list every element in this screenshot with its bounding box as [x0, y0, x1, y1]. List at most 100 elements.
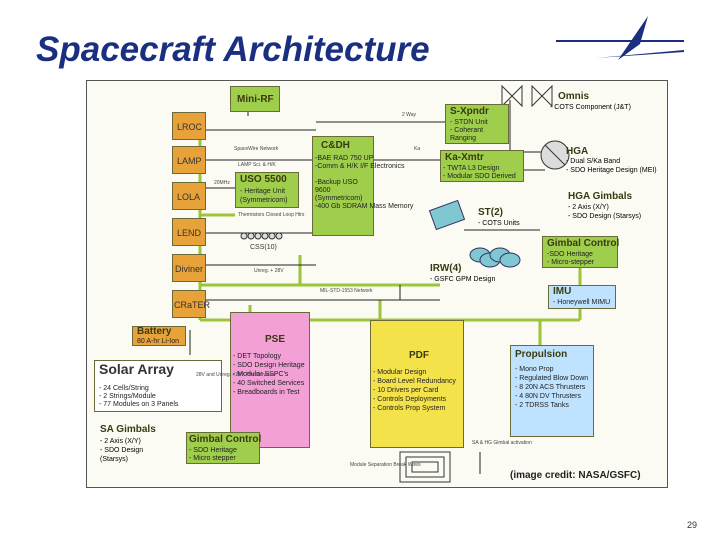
lend-title: LEND [177, 228, 202, 238]
cdh-item: -400 Gb SDRAM Mass Memory [315, 203, 414, 210]
mini-rf-box: Mini-RF [230, 86, 280, 112]
omnis-item: - COTS Component (J&T) [550, 104, 631, 111]
imu-item: - Honeywell MIMU [553, 299, 611, 306]
twenty-mhz-label: 20MHz [214, 180, 230, 186]
propulsion-title: Propulsion [515, 349, 568, 360]
gimbal-control-top-title: Gimbal Control [547, 238, 620, 249]
hga-gimbals-item: - 2 Axis (X/Y) [568, 204, 609, 211]
imu-box: IMU - Honeywell MIMU [548, 285, 616, 309]
ka-label: Ka [414, 146, 421, 152]
lamp-title: LAMP [177, 156, 202, 166]
irw-item: - GSFC GPM Design [430, 276, 496, 283]
st-item: - COTS Units [478, 220, 520, 227]
sa-gimbals-item: (Starsys) [100, 456, 128, 463]
irw-title: IRW(4) [430, 263, 462, 274]
sa-gimbals-item: - SDO Design [100, 447, 144, 454]
diviner-title: Diviner [175, 264, 204, 274]
pse-item: - Modular SSPC's [233, 371, 289, 378]
imu-title: IMU [553, 286, 572, 297]
uso-box: USO 5500 - Heritage Unit (Symmetricom) [235, 172, 299, 208]
lamp-hk-label: LAMP Sci. & H/K [238, 162, 276, 168]
page-number: 29 [687, 520, 698, 530]
pdf-title: PDF [409, 350, 429, 361]
crater-box: CRaTER [172, 290, 210, 318]
gimbal-control-bottom-box: Gimbal Control - SDO Heritage - Micro st… [186, 432, 262, 464]
hga-gimbals-item: - SDO Design (Starsys) [568, 213, 642, 220]
cdh-box: C&DH -BAE RAD 750 UP -Comm & H/K I/F Ele… [312, 136, 413, 236]
lola-title: LOLA [177, 192, 201, 202]
cdh-title: C&DH [321, 140, 350, 151]
solar-array-item: - 2 Strings/Module [99, 393, 156, 400]
battery-item: 80 A-hr Li-Ion [137, 338, 180, 345]
gimbal-control-bottom-item: - Micro stepper [189, 455, 236, 462]
crater-title: CRaTER [174, 300, 211, 310]
pse-power-label: 28V and Unreg. +28V Pwr Services [196, 372, 275, 378]
pse-box: PSE - DET Topology - SDO Design Heritage… [230, 312, 310, 448]
page-title: Spacecraft Architecture [36, 30, 430, 69]
ka-xmtr-item: - TWTA L3 Design [443, 165, 500, 172]
lend-box: LEND [172, 218, 206, 246]
pse-item: - Breadboards in Test [233, 389, 300, 396]
pdf-box: PDF - Modular Design - Board Level Redun… [370, 320, 464, 448]
s-xpndr-title: S-Xpndr [450, 106, 489, 117]
pdf-item: - Board Level Redundancy [373, 378, 456, 385]
hga-gimbals-title: HGA Gimbals [568, 191, 633, 202]
lroc-title: LROC [177, 122, 203, 132]
sa-gimbals-title: SA Gimbals [100, 424, 156, 435]
module-label: Module Separation Break Wires [350, 462, 421, 468]
pdf-item: - Modular Design [373, 369, 427, 376]
solar-array-item: - 77 Modules on 3 Panels [99, 401, 179, 408]
gimbal-control-top-item: -SDO Heritage [547, 251, 593, 258]
solar-array-title: Solar Array [99, 361, 174, 377]
cdh-item: -Backup USO [315, 179, 358, 186]
omnis-title: Omnis [558, 91, 590, 102]
spacewire-label: SpaceWire Network [234, 146, 279, 152]
lola-box: LOLA [172, 182, 206, 210]
s-xpndr-box: S-Xpndr - STDN Unit - Coherant Ranging [445, 104, 509, 144]
solar-array-box: Solar Array - 24 Cells/String - 2 String… [94, 360, 222, 412]
diviner-box: Diviner [172, 254, 206, 282]
ka-xmtr-box: Ka-Xmtr - TWTA L3 Design - Modular SDO D… [440, 150, 524, 182]
cdh-item: -BAE RAD 750 UP [315, 155, 374, 162]
battery-title: Battery [137, 326, 172, 337]
pse-item: - SDO Design Heritage [233, 362, 305, 369]
ka-xmtr-title: Ka-Xmtr [445, 152, 484, 163]
lockheed-star-logo-icon [556, 16, 684, 60]
uso-item: (Symmetricom) [240, 197, 288, 204]
ka-xmtr-item: - Modular SDO Derived [443, 173, 516, 180]
gimbal-control-bottom-title: Gimbal Control [189, 434, 262, 445]
pse-item: - DET Topology [233, 353, 281, 360]
hga-item: - Dual S/Ka Band [566, 158, 621, 165]
solar-array-item: - 24 Cells/String [99, 385, 149, 392]
sa-gimbals-item: - 2 Axis (X/Y) [100, 438, 141, 445]
hga-title: HGA [566, 146, 589, 157]
st-title: ST(2) [478, 207, 503, 218]
s-xpndr-item: Ranging [450, 135, 477, 142]
s-xpndr-item: - Coherant [450, 127, 484, 134]
gimbal-control-top-item: - Micro-stepper [547, 259, 595, 266]
lamp-box: LAMP [172, 146, 206, 174]
pdf-item: - Controls Deployments [373, 396, 447, 403]
uso-item: - Heritage Unit [240, 188, 286, 195]
thermistors-label: Thermistors Closed Loop Htrs [238, 212, 305, 218]
pse-item: - 40 Switched Services [233, 380, 305, 387]
propulsion-item: - Mono Prop [515, 366, 554, 373]
gimbal-control-top-box: Gimbal Control -SDO Heritage - Micro-ste… [542, 236, 620, 268]
unreg-label: Unreg. + 28V [254, 268, 284, 274]
cdh-item: 9600 [315, 187, 331, 194]
cdh-item: (Symmetricom) [315, 195, 363, 202]
sa-hd-label: SA & HG Gimbal activation [472, 440, 532, 446]
propulsion-item: - 4 80N DV Thrusters [515, 393, 582, 400]
mil-std-label: MIL-STD-1553 Network [320, 288, 373, 294]
propulsion-item: - 8 20N ACS Thrusters [515, 384, 586, 391]
propulsion-item: - Regulated Blow Down [515, 375, 589, 382]
propulsion-item: - 2 TDRSS Tanks [515, 402, 569, 409]
hga-item: - SDO Heritage Design (MEI) [566, 167, 657, 174]
pse-title: PSE [265, 334, 286, 345]
uso-title: USO 5500 [240, 174, 287, 185]
gimbal-control-bottom-item: - SDO Heritage [189, 447, 237, 454]
pdf-item: - Controls Prop System [373, 405, 446, 412]
pdf-item: - 10 Drivers per Card [373, 387, 439, 394]
css-label: CSS(10) [250, 244, 277, 251]
cdh-item: -Comm & H/K I/F Electronics [315, 163, 405, 170]
